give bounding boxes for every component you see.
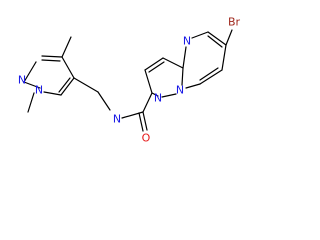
- bond: [185, 83, 201, 89]
- bond: [181, 67, 184, 86]
- bond: [73, 77, 99, 93]
- bond: [151, 92, 159, 97]
- bond: [162, 57, 184, 69]
- bond: [61, 56, 75, 79]
- bond: [23, 61, 37, 83]
- atom-labels: N N N N N N O Br: [18, 16, 241, 145]
- bond: [27, 92, 35, 113]
- bond: [97, 91, 111, 111]
- bond: [144, 69, 153, 94]
- bond: [144, 57, 164, 71]
- bond: [221, 44, 227, 71]
- bond: [199, 67, 219, 81]
- atom-n-amide: N: [113, 113, 121, 126]
- bond: [148, 61, 165, 73]
- bond: [43, 91, 62, 96]
- bond-lines: [23, 29, 233, 132]
- atom-n-ring-top: N: [183, 35, 191, 48]
- bond: [207, 35, 223, 48]
- bond: [41, 59, 61, 62]
- bond: [142, 111, 148, 131]
- atom-n-ring-5: N: [154, 92, 162, 105]
- atom-n-pyrazole-2: N: [18, 74, 26, 87]
- bond: [225, 29, 233, 46]
- bond: [138, 112, 144, 132]
- bond: [161, 93, 177, 98]
- bond: [142, 92, 153, 113]
- atom-br: Br: [228, 16, 241, 29]
- molecule-structure: N N N N N N O Br: [18, 16, 241, 145]
- bond: [207, 31, 227, 46]
- bond: [182, 46, 187, 69]
- bond: [199, 69, 223, 85]
- atom-n-ring-bridge: N: [176, 84, 184, 97]
- atom-o-amide: O: [142, 132, 151, 145]
- bond: [41, 55, 63, 58]
- bond: [191, 31, 209, 39]
- atom-n-pyrazole-1: N: [35, 84, 43, 97]
- bond: [58, 77, 71, 93]
- bond: [60, 77, 75, 96]
- bond: [61, 36, 72, 58]
- bond: [23, 81, 41, 89]
